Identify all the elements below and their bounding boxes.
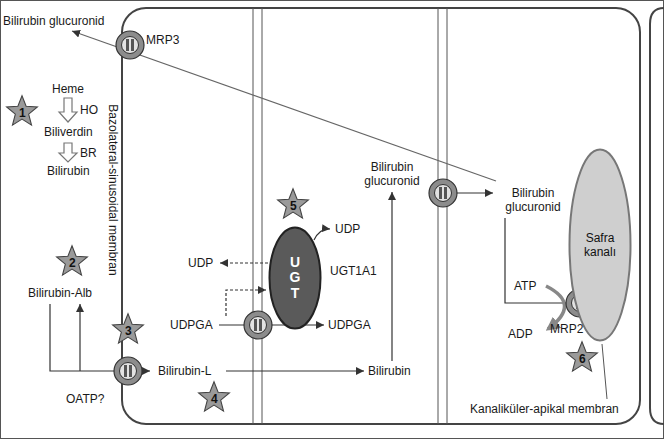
enzyme-ellipse: UGT (268, 226, 322, 330)
molecule-label: ATP (514, 279, 536, 293)
callout-number: 1 (19, 106, 26, 120)
callout-number: 5 (290, 199, 297, 213)
molecule-label: Bilirubin-Alb (28, 286, 92, 300)
canaliculus-ellipse: Safra kanalı (568, 148, 632, 342)
molecule-label: UDP (335, 222, 360, 236)
molecule-label: Bilirubin (47, 164, 90, 178)
transporter-label: OATP? (66, 392, 104, 406)
molecule-label: UDP (188, 256, 213, 270)
molecule-label: Biliverdin (44, 125, 93, 139)
molecule-label: Bilirubin-L (158, 364, 211, 378)
transporter-label: MRP3 (146, 33, 179, 47)
molecule-label: UDPGA (328, 318, 371, 332)
transporter-label: MRP2 (550, 322, 583, 336)
enzyme-label: HO (80, 103, 98, 117)
node-label: Safra kanalı (572, 231, 628, 259)
callout-number: 4 (211, 392, 218, 406)
membrane-label: Bazolateral-sinusoidal membran (106, 102, 120, 277)
node-label: UGT (288, 255, 302, 301)
molecule-label: ADP (508, 327, 533, 341)
molecule-label: Bilirubin (368, 364, 411, 378)
enzyme-label: BR (80, 146, 97, 160)
molecule-label: UDPGA (170, 318, 213, 332)
enzyme-label: UGT1A1 (330, 264, 377, 278)
molecule-label: Bilirubin glucuronid (3, 14, 104, 28)
molecule-label: Bilirubin glucuronid (357, 160, 427, 188)
membrane-label: Kanaliküler-apikal membran (470, 402, 619, 416)
callout-number: 2 (69, 256, 76, 270)
callout-number: 3 (125, 324, 132, 338)
molecule-label: Bilirubin glucuronid (498, 186, 568, 214)
callout-number: 6 (579, 352, 586, 366)
molecule-label: Heme (52, 82, 84, 96)
